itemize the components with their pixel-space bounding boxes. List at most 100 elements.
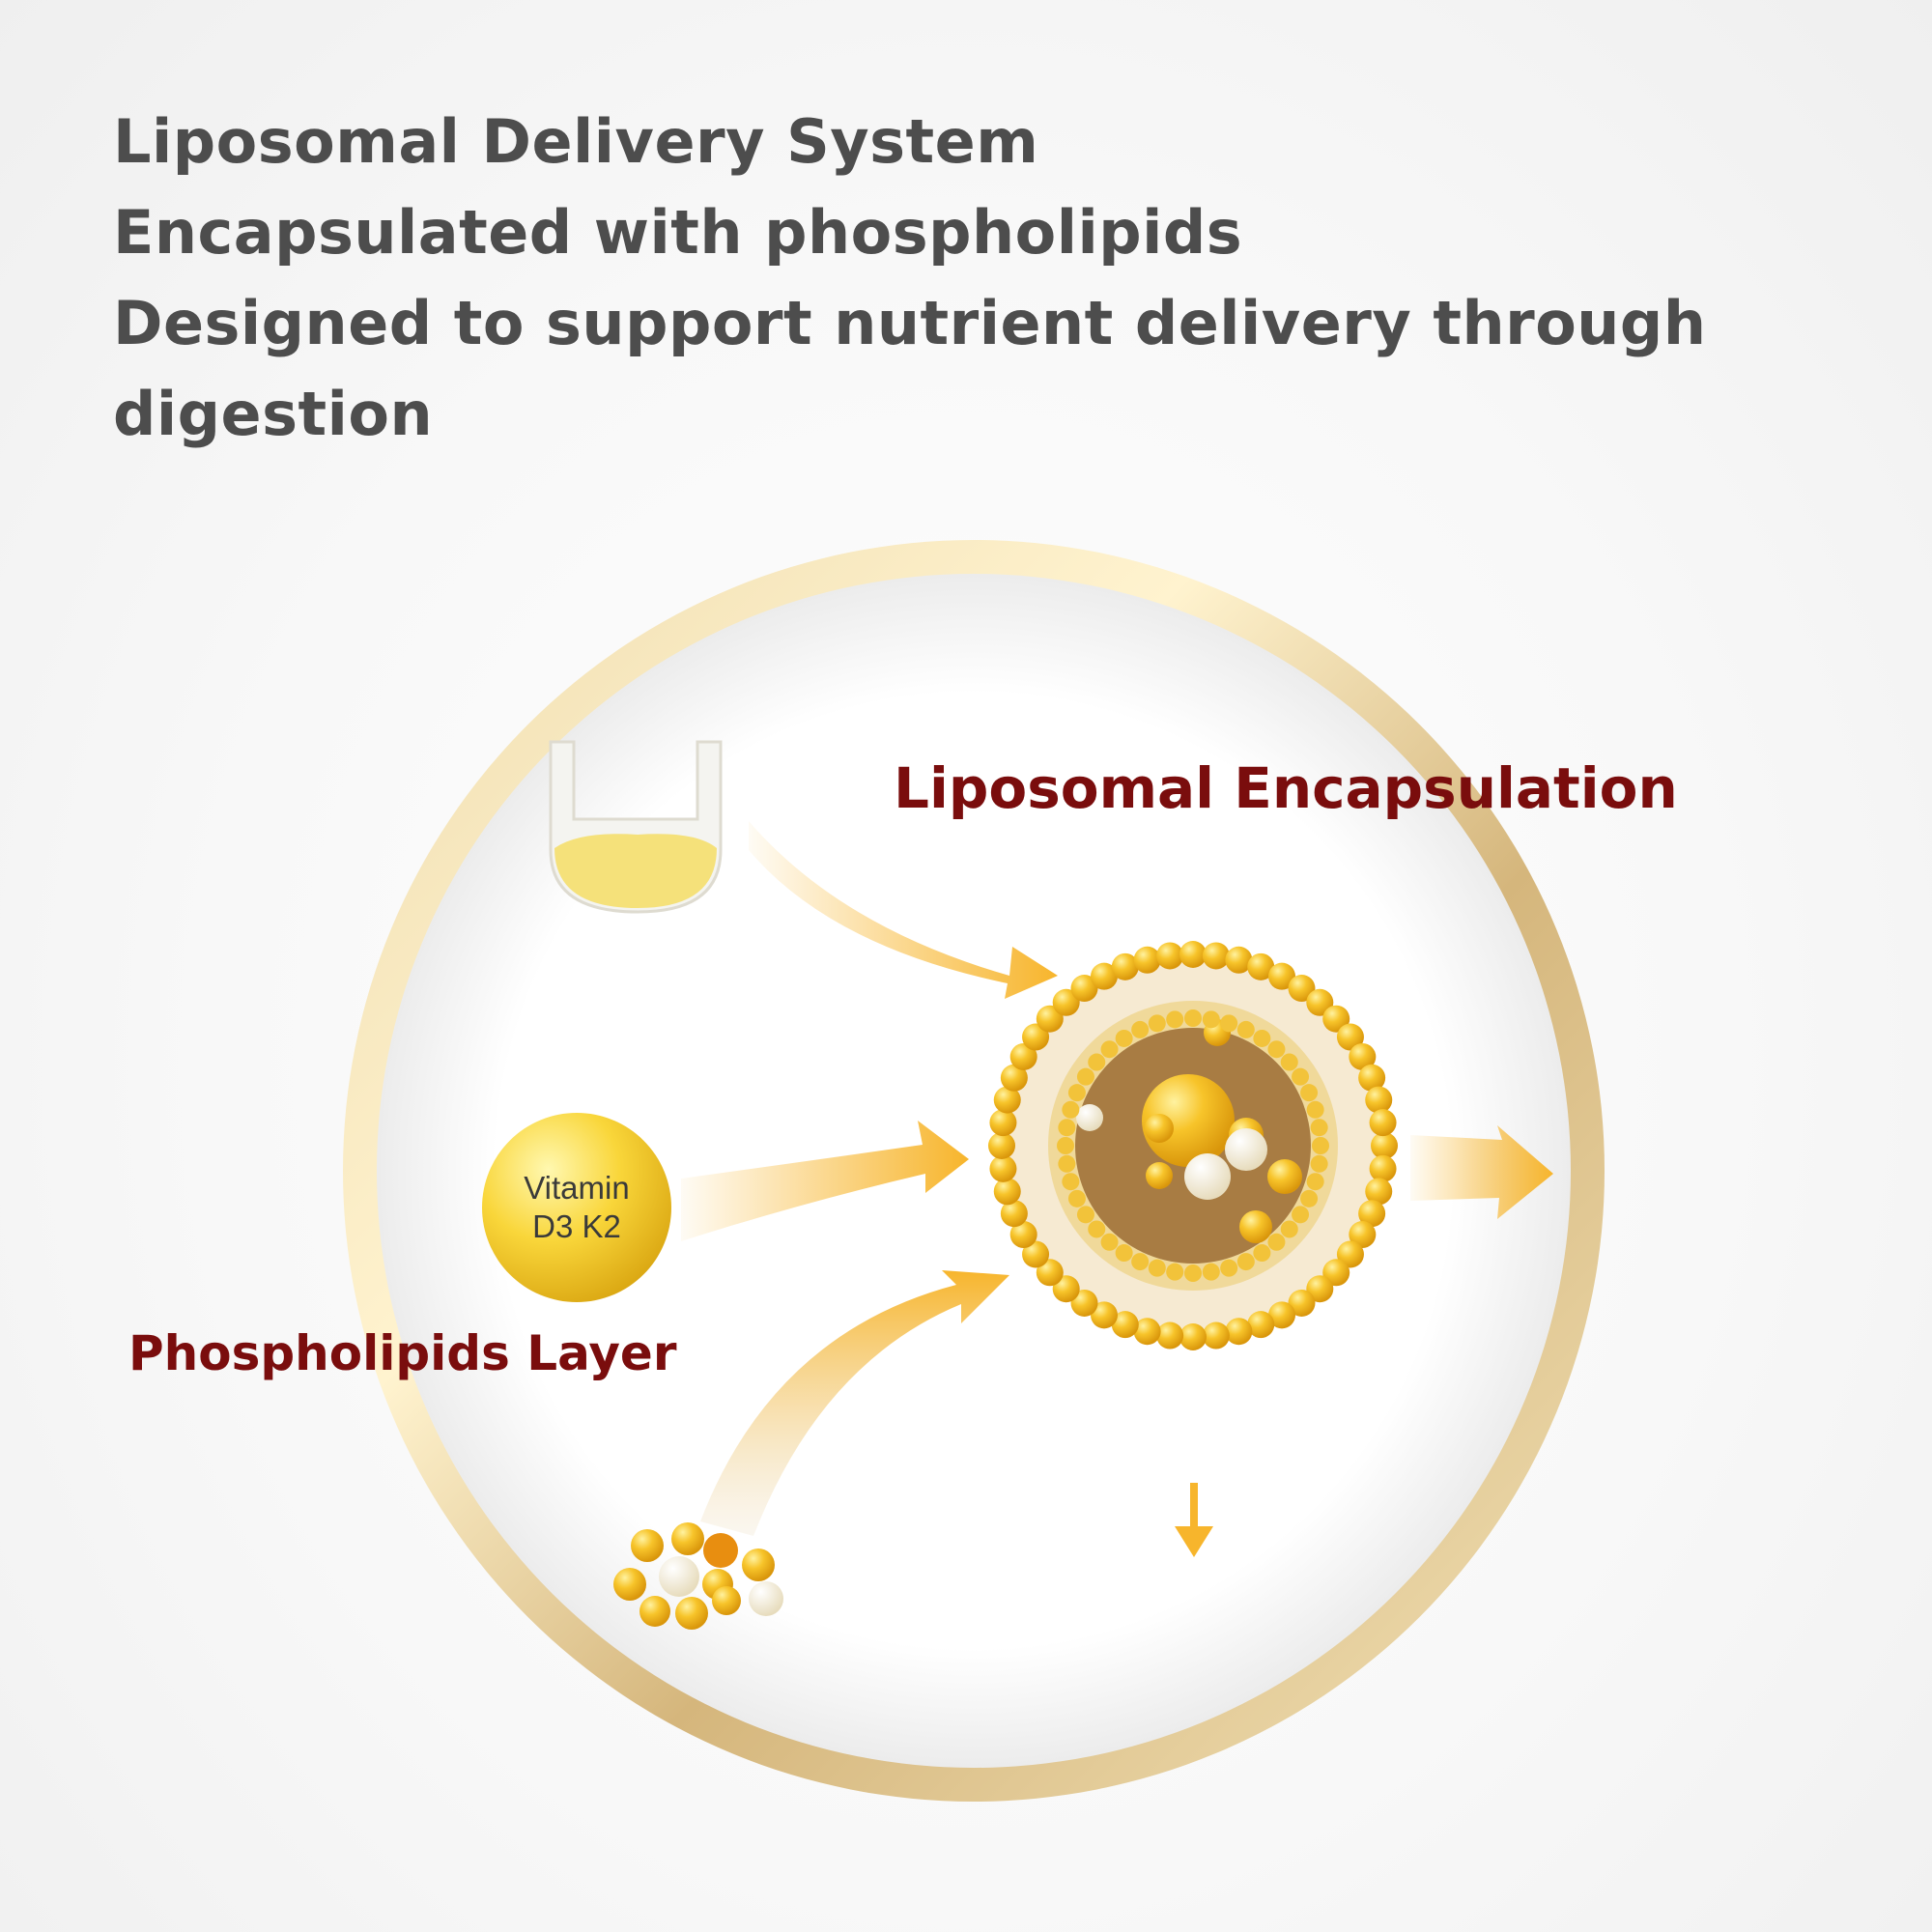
inner-bead <box>1131 1253 1150 1271</box>
headline-line-3: Designed to support nutrient delivery th… <box>113 288 1707 358</box>
outer-bead <box>1052 988 1080 1016</box>
phospholipid-bead <box>742 1548 775 1581</box>
inner-bead <box>1300 1084 1319 1102</box>
outer-bead <box>1336 1023 1364 1051</box>
arrow-top <box>749 821 1058 999</box>
inner-bead <box>1236 1253 1255 1271</box>
inner-bead <box>1062 1173 1080 1191</box>
inner-bead <box>1067 1084 1086 1102</box>
outer-bead <box>1156 942 1184 970</box>
outer-bead <box>1371 1132 1398 1159</box>
beaker-icon <box>549 740 723 914</box>
outer-bead <box>1358 1200 1386 1228</box>
outer-bead <box>1179 1323 1207 1350</box>
outer-bead <box>1365 1178 1393 1206</box>
outer-bead <box>1036 1005 1064 1033</box>
inner-bead <box>1267 1233 1286 1251</box>
outer-bead <box>993 1178 1021 1206</box>
outer-bead <box>1358 1064 1386 1092</box>
arrow-middle <box>681 1121 969 1241</box>
outer-bead <box>1202 942 1230 970</box>
outer-bead <box>1111 1311 1139 1339</box>
inner-bead <box>1310 1119 1328 1137</box>
inner-bead <box>1300 1189 1319 1208</box>
outer-bead <box>993 1086 1021 1114</box>
inner-bead <box>1267 1040 1286 1059</box>
inner-bead <box>1115 1029 1133 1047</box>
inner-bead <box>1292 1067 1310 1086</box>
outer-bead <box>1336 1240 1364 1268</box>
outer-bead <box>1179 941 1207 968</box>
phospholipid-bead <box>749 1581 783 1616</box>
outer-bead <box>1070 975 1098 1003</box>
phospholipid-bead <box>675 1597 708 1630</box>
headline-line-4: digestion <box>113 379 434 449</box>
outer-bead <box>1225 946 1253 974</box>
outer-bead <box>1000 1064 1028 1092</box>
inner-bead <box>1067 1189 1086 1208</box>
liposomal-encapsulation-label: Liposomal Encapsulation <box>894 755 1678 821</box>
outer-bead <box>1133 1318 1161 1346</box>
outer-bead <box>1288 1289 1316 1317</box>
outer-bead <box>1247 952 1275 980</box>
inner-bead <box>1076 1206 1094 1224</box>
arrow-right <box>1410 1125 1553 1219</box>
outer-bead <box>1070 1289 1098 1317</box>
inner-bead <box>1292 1206 1310 1224</box>
phospholipid-cluster <box>613 1522 783 1630</box>
inner-bead <box>1310 1154 1328 1173</box>
inner-bead <box>1057 1137 1074 1154</box>
outer-bead <box>988 1132 1015 1159</box>
inner-bead <box>1148 1259 1166 1277</box>
headline-line-2: Encapsulated with phospholipids <box>113 197 1243 268</box>
inner-bead <box>1202 1010 1220 1029</box>
inner-bead <box>1253 1244 1271 1263</box>
outer-bead <box>1306 1275 1334 1303</box>
outer-bead <box>1288 975 1316 1003</box>
outer-bead <box>1009 1221 1037 1249</box>
outer-bead <box>989 1109 1017 1137</box>
vitamin-ball <box>482 1113 671 1302</box>
outer-bead <box>989 1154 1017 1182</box>
inner-bead <box>1253 1029 1271 1047</box>
inner-bead <box>1062 1100 1080 1119</box>
outer-bead <box>1022 1240 1050 1268</box>
inner-bead <box>1306 1100 1324 1119</box>
inner-bead <box>1058 1119 1076 1137</box>
outer-bead <box>1225 1318 1253 1346</box>
phospholipid-bead <box>671 1522 704 1555</box>
inner-bead <box>1220 1259 1238 1277</box>
outer-bead <box>1090 1301 1118 1329</box>
inner-bead <box>1306 1173 1324 1191</box>
outer-bead <box>1133 946 1161 974</box>
inner-bead <box>1166 1010 1184 1029</box>
headline-line-1: Liposomal Delivery System <box>113 106 1039 177</box>
outer-bead <box>1009 1042 1037 1070</box>
outer-bead <box>1369 1109 1397 1137</box>
vitamin-d3-k2-label: Vitamin D3 K2 <box>482 1113 671 1302</box>
outer-bead <box>1322 1259 1350 1287</box>
inner-bead <box>1076 1067 1094 1086</box>
outer-bead <box>1365 1086 1393 1114</box>
liposome <box>988 941 1398 1350</box>
inner-bead <box>1148 1014 1166 1033</box>
inner-bead <box>1236 1020 1255 1038</box>
outer-bead <box>1156 1321 1184 1350</box>
phospholipid-bead <box>712 1586 741 1615</box>
vitamin-line-1: Vitamin <box>524 1170 630 1206</box>
outer-bead <box>1036 1259 1064 1287</box>
inner-bead <box>1184 1264 1202 1282</box>
inner-bead <box>1166 1263 1184 1281</box>
outer-bead <box>1322 1005 1350 1033</box>
inner-bead <box>1100 1040 1119 1059</box>
arrow-down <box>1175 1483 1213 1557</box>
outer-bead <box>1369 1154 1397 1182</box>
outer-bead <box>1202 1321 1230 1350</box>
outer-bead <box>1000 1200 1028 1228</box>
phospholipid-bead <box>659 1556 699 1597</box>
outer-bead <box>1052 1275 1080 1303</box>
phospholipid-bead <box>631 1529 664 1562</box>
headline: Liposomal Delivery System Encapsulated w… <box>113 97 1706 460</box>
inner-bead <box>1312 1137 1329 1154</box>
